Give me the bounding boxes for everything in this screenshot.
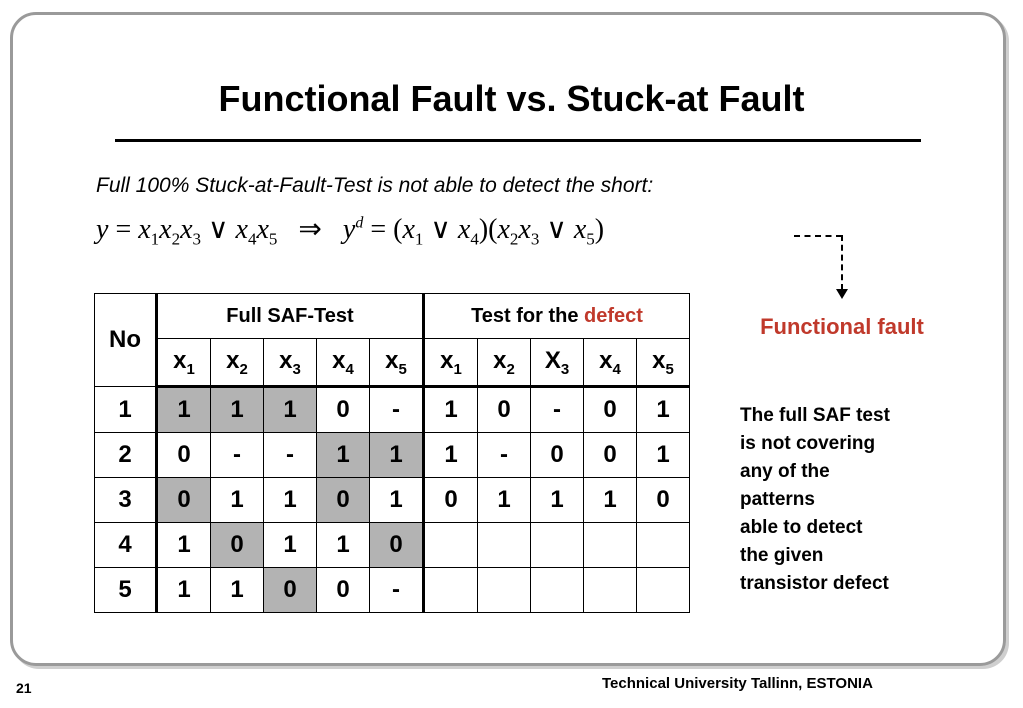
defect-cell: 1 — [423, 432, 478, 478]
defect-cell: 1 — [636, 386, 690, 433]
saf-cell: 0 — [316, 567, 370, 613]
defect-cell: - — [477, 432, 531, 478]
saf-cell: 1 — [316, 432, 370, 478]
defect-cell: 1 — [583, 477, 637, 523]
saf-cell: 1 — [369, 477, 425, 523]
boolean-formula: y = x1x2x3 ∨ x4x5 ⇒ yd = (x1 ∨ x4)(x2x3 … — [96, 214, 605, 249]
saf-cell: 0 — [210, 522, 264, 568]
defect-cell: 0 — [583, 386, 637, 433]
saf-cell: 1 — [210, 477, 264, 523]
connector-dashed-vertical — [841, 235, 843, 290]
defect-cell — [530, 567, 584, 613]
saf-cell: - — [210, 432, 264, 478]
footer-institution: Technical University Tallinn, ESTONIA — [602, 675, 873, 692]
header-test-for-defect: Test for the defect — [423, 293, 690, 339]
defect-cell: 1 — [477, 477, 531, 523]
row-number: 2 — [94, 432, 158, 478]
saf-cell: 1 — [263, 522, 317, 568]
saf-col-header: x2 — [210, 338, 264, 388]
saf-cell: 1 — [156, 567, 211, 613]
saf-cell: 1 — [210, 386, 264, 433]
saf-col-header: x1 — [156, 338, 211, 388]
row-number: 4 — [94, 522, 158, 568]
page-number: 21 — [16, 680, 32, 696]
defect-cell: 1 — [530, 477, 584, 523]
defect-cell: 0 — [423, 477, 478, 523]
defect-cell: 0 — [477, 386, 531, 433]
saf-col-header: x5 — [369, 338, 425, 388]
saf-cell: 0 — [156, 477, 211, 523]
defect-cell: 0 — [636, 477, 690, 523]
defect-col-header: x2 — [477, 338, 531, 388]
defect-cell — [530, 522, 584, 568]
header-full-saf-test: Full SAF-Test — [156, 293, 425, 339]
row-number: 1 — [94, 386, 158, 433]
defect-col-header: x1 — [423, 338, 478, 388]
defect-cell: 1 — [636, 432, 690, 478]
saf-cell: 1 — [263, 477, 317, 523]
defect-col-header: X3 — [530, 338, 584, 388]
defect-cell: 0 — [583, 432, 637, 478]
saf-col-header: x3 — [263, 338, 317, 388]
saf-col-header: x4 — [316, 338, 370, 388]
saf-cell: 1 — [369, 432, 425, 478]
connector-dashed-horizontal — [794, 235, 842, 237]
defect-cell — [636, 567, 690, 613]
saf-cell: 1 — [263, 386, 317, 433]
saf-cell: - — [369, 386, 425, 433]
header-no: No — [94, 293, 158, 387]
defect-cell — [423, 522, 478, 568]
defect-cell: 0 — [530, 432, 584, 478]
defect-cell — [477, 522, 531, 568]
defect-cell — [636, 522, 690, 568]
saf-cell: - — [369, 567, 425, 613]
saf-cell: 1 — [156, 386, 211, 433]
row-number: 3 — [94, 477, 158, 523]
side-note: The full SAF test is not covering any of… — [740, 405, 890, 594]
arrow-down-icon — [836, 289, 848, 299]
defect-col-header: x4 — [583, 338, 637, 388]
defect-col-header: x5 — [636, 338, 690, 388]
saf-cell: - — [263, 432, 317, 478]
saf-cell: 1 — [156, 522, 211, 568]
saf-cell: 0 — [316, 386, 370, 433]
defect-cell: 1 — [423, 386, 478, 433]
defect-cell — [583, 567, 637, 613]
functional-fault-label: Functional fault — [760, 314, 924, 339]
defect-cell — [423, 567, 478, 613]
saf-cell: 0 — [316, 477, 370, 523]
defect-cell — [583, 522, 637, 568]
title-rule — [115, 139, 921, 142]
defect-cell — [477, 567, 531, 613]
saf-cell: 0 — [156, 432, 211, 478]
saf-cell: 0 — [263, 567, 317, 613]
row-number: 5 — [94, 567, 158, 613]
slide-frame — [10, 12, 1006, 666]
slide-subtitle: Full 100% Stuck-at-Fault-Test is not abl… — [96, 174, 654, 197]
saf-cell: 1 — [316, 522, 370, 568]
slide-title: Functional Fault vs. Stuck-at Fault — [218, 78, 805, 119]
defect-cell: - — [530, 386, 584, 433]
saf-cell: 0 — [369, 522, 425, 568]
saf-cell: 1 — [210, 567, 264, 613]
